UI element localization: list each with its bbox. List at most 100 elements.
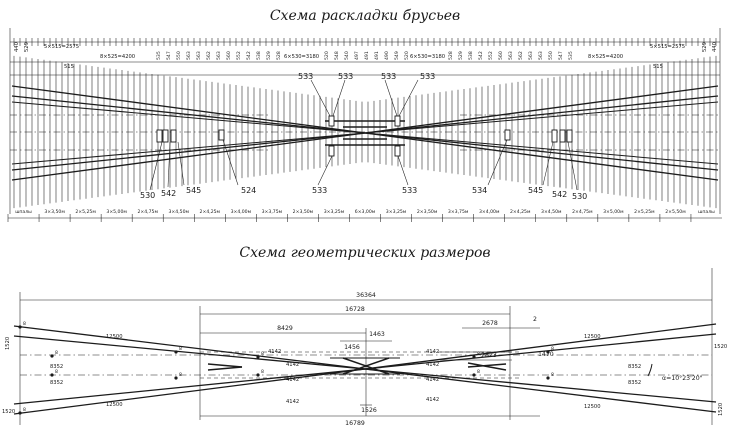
tie-length-label: 3×5,00м: [106, 209, 127, 215]
spacing-label: 550: [548, 51, 554, 60]
center-dim-right: 6×530=3180: [410, 54, 445, 60]
right-part: 2678: [482, 320, 498, 327]
center-gap: 1463: [369, 331, 385, 338]
spacing-label: 547: [166, 51, 172, 60]
spacing-label: 528: [276, 51, 282, 60]
inner-seg-8: 4142: [426, 397, 439, 403]
tie-length-label: 3×3,25м: [386, 209, 407, 215]
small-right-2: 8352: [628, 380, 641, 386]
left-end-mark-2: 529: [24, 42, 30, 52]
spacing-label: 548: [334, 51, 340, 60]
part-label-lower-left-2: 542: [161, 189, 176, 198]
end-left-bottom: 1520: [2, 409, 15, 415]
part-label-lower-right-1: 533: [402, 186, 417, 195]
point-marker-label: 8: [477, 369, 480, 375]
spacing-label: 563: [186, 51, 192, 60]
small-left-1: 8352: [50, 364, 63, 370]
group-dim-right-2: 8×525=4200: [588, 54, 623, 60]
part-label-lower-left-4: 524: [241, 186, 256, 195]
point-marker-label: 8: [551, 346, 554, 352]
spacing-label: 528: [448, 51, 454, 60]
tie-length-label: 2×4,75м: [137, 209, 158, 215]
point-marker: [256, 355, 260, 359]
inner-seg-1: 4142: [268, 349, 281, 355]
spacing-label: 535: [568, 51, 574, 60]
part-label-upper-1: 533: [298, 72, 313, 81]
point-marker: [18, 411, 22, 415]
group-dim-left-3: 515: [64, 64, 74, 70]
tie-length-label: 2×4,25м: [510, 209, 531, 215]
spacing-label: 563: [528, 51, 534, 60]
tie-length-label: 3×3,25м: [324, 209, 345, 215]
tie-length-label: 2×4,25м: [200, 209, 221, 215]
tie-length-label: 2×5,25м: [75, 209, 96, 215]
group-dim-left-1: 5×515=2575: [44, 44, 79, 50]
point-marker: [50, 373, 54, 377]
spacing-label: 538: [468, 51, 474, 60]
spacing-label: 542: [478, 51, 484, 60]
point-marker-label: 8: [179, 346, 182, 352]
spacing-label: 562: [206, 51, 212, 60]
tie-length-label: 3×3,50м: [44, 209, 65, 215]
spacing-label: 490: [384, 51, 390, 60]
tie-length-label: 3×5,00м: [603, 209, 624, 215]
point-marker: [174, 350, 178, 354]
long-seg-4: 12500: [584, 404, 601, 410]
inner-seg-4: 4142: [286, 399, 299, 405]
point-marker-label: 8: [261, 351, 264, 357]
point-marker-label: 8: [261, 369, 264, 375]
mid-c: 1470: [538, 351, 554, 358]
tie-length-label: 3×3,75м: [262, 209, 283, 215]
overall-length: 36364: [356, 292, 376, 299]
point-marker: [256, 373, 260, 377]
part-label-lower-left-1: 530: [140, 191, 155, 200]
inner-seg-7: 4142: [426, 377, 439, 383]
spacing-label: 540: [344, 51, 350, 60]
point-marker-label: 8: [477, 351, 480, 357]
inner-seg-5: 4142: [426, 349, 439, 355]
spacing-label: 529: [266, 51, 272, 60]
point-marker: [546, 350, 550, 354]
center-bottom: 1526: [361, 407, 377, 414]
tie-length-label: шпалы: [698, 210, 715, 215]
spacing-label: 520: [404, 51, 410, 60]
spacing-label: 552: [488, 51, 494, 60]
point-marker-label: 8: [23, 407, 26, 413]
part-label-upper-3: 533: [381, 72, 396, 81]
part-label-lower-right-3: 545: [528, 186, 543, 195]
spacing-label: 563: [508, 51, 514, 60]
part-label-upper-4: 533: [420, 72, 435, 81]
point-marker: [472, 373, 476, 377]
mid-a: 1456: [344, 344, 360, 351]
tie-length-label: 2×4,75м: [572, 209, 593, 215]
spacing-label: 560: [226, 51, 232, 60]
spacing-label: 547: [558, 51, 564, 60]
spacing-label: 550: [176, 51, 182, 60]
tie-length-label: 6×3,00м: [355, 209, 376, 215]
group-dim-left-2: 8×525=4200: [100, 54, 135, 60]
part-label-lower-right-4: 542: [552, 190, 567, 199]
spacing-label: 563: [196, 51, 202, 60]
small-left-2: 8352: [50, 380, 63, 386]
spacing-label: 535: [156, 51, 162, 60]
spacing-label: 520: [324, 51, 330, 60]
spacing-label: 542: [246, 51, 252, 60]
tie-length-label: шпалы: [15, 210, 32, 215]
spacing-label: 562: [518, 51, 524, 60]
point-marker-label: 8: [55, 369, 58, 375]
point-marker-label: 8: [23, 321, 26, 327]
tie-layout-diagram: 440 529 529 440 5×515=2575 8×525=4200 51…: [7, 28, 722, 222]
spacing-label: 549: [394, 51, 400, 60]
point-marker: [174, 376, 178, 380]
part-label-lower-left-3: 545: [186, 186, 201, 195]
inner-seg-3: 4142: [286, 377, 299, 383]
end-right-top: 1520: [714, 344, 727, 350]
part-label-lower-right-5: 530: [572, 192, 587, 201]
right-end-mark-2: 440: [712, 42, 718, 52]
right-end-mark-1: 529: [702, 42, 708, 52]
tie-spacing-labels: 535 547 550 563 563 562 563 560 552 542 538 529 528 5…: [156, 51, 574, 60]
spacing-label: 563: [538, 51, 544, 60]
